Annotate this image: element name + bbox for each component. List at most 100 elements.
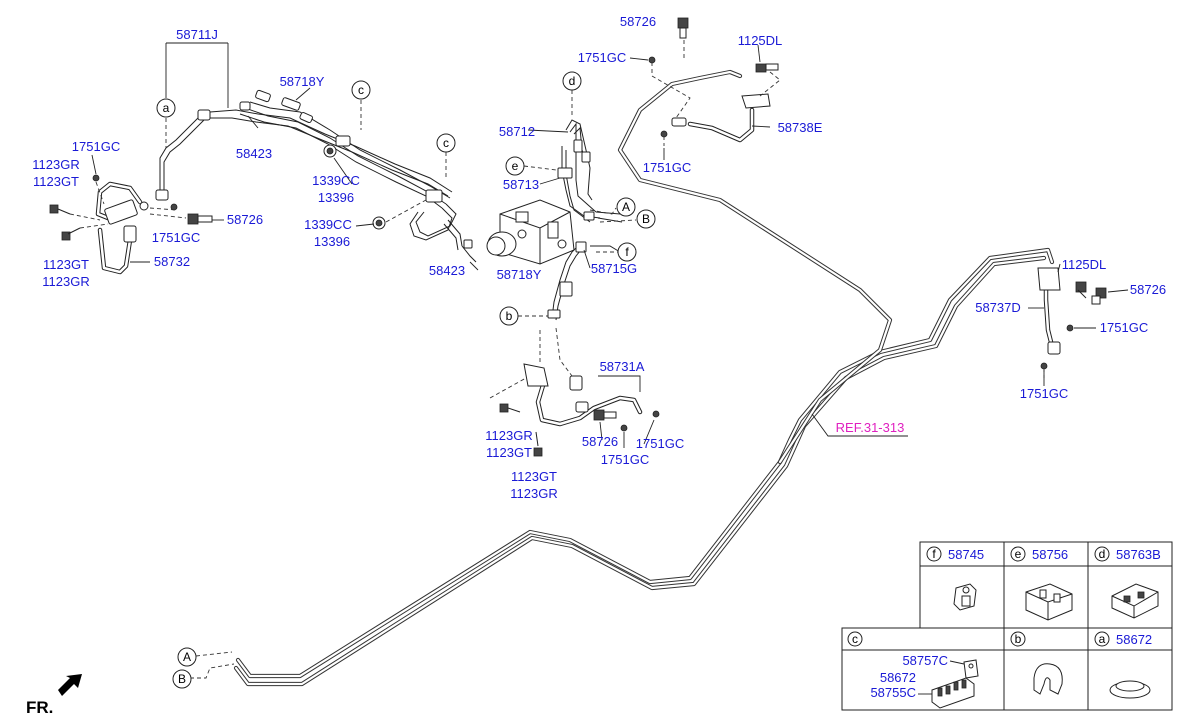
svg-text:B: B — [642, 212, 650, 226]
bolt-58726-mid — [593, 409, 617, 421]
label-1125DL-right: 1125DL — [1062, 257, 1107, 272]
callout-A-top: A — [616, 197, 636, 217]
label-13396-1: 13396 — [318, 190, 354, 205]
rear-left-hose-58731A — [489, 327, 660, 457]
label-58732: 58732 — [154, 254, 190, 269]
front-arrow-icon — [58, 674, 82, 696]
svg-text:58672: 58672 — [880, 670, 916, 685]
label-1125DL-top: 1125DL — [738, 33, 783, 48]
label-58731A: 58731A — [600, 359, 645, 374]
label-1123GR-left-bot: 1123GR — [42, 274, 89, 289]
front-left-hose — [49, 174, 213, 275]
label-58737D: 58737D — [975, 300, 1021, 315]
label-58423-bot: 58423 — [429, 263, 465, 278]
label-1123GR-left-top: 1123GR — [32, 157, 79, 172]
clip-58756-icon — [1025, 583, 1073, 621]
label-58711J: 58711J — [176, 27, 218, 42]
label-58712: 58712 — [499, 124, 535, 139]
callout-e: e — [505, 156, 525, 176]
bolt-1123GR-mid — [499, 403, 521, 413]
bolt-58726-top — [677, 17, 689, 39]
clip-58763B-icon — [1111, 583, 1159, 619]
svg-text:b: b — [506, 309, 513, 323]
label-1123GT-left-top: 1123GT — [33, 174, 79, 189]
label-1751GC-right: 1751GC — [1100, 320, 1148, 335]
svg-text:a: a — [163, 101, 170, 115]
front-direction-indicator: FR. — [26, 674, 82, 717]
legend-cell-b: b — [1010, 631, 1063, 695]
svg-text:c: c — [443, 136, 449, 150]
clip-58745-icon — [953, 583, 977, 611]
svg-text:58756: 58756 — [1032, 547, 1068, 562]
legend-cell-a: a 58672 — [1094, 631, 1152, 699]
label-1751GC-mid2: 1751GC — [636, 436, 684, 451]
label-1751GC-mid: 1751GC — [643, 160, 691, 175]
svg-text:58672: 58672 — [1116, 632, 1152, 647]
svg-text:A: A — [622, 200, 630, 214]
label-1123GR-mid: 1123GR — [485, 428, 532, 443]
part-labels: 58711J 58718Y 58423 1751GC 1123GR 1123GT… — [32, 14, 1166, 501]
svg-text:c: c — [358, 83, 364, 97]
legend-table: f 58745 e 58756 d 58763B — [841, 541, 1173, 711]
svg-text:58757C: 58757C — [902, 653, 948, 668]
legend-cell-c: c 58757C 58672 58755C — [847, 631, 979, 709]
label-58726-left: 58726 — [227, 212, 263, 227]
label-1123GT-left-bot: 1123GT — [43, 257, 89, 272]
legend-cell-e: e 58756 — [1010, 546, 1073, 621]
plug-58672-icon — [1109, 680, 1151, 699]
label-1339CC-1: 1339CC — [312, 173, 360, 188]
callout-B-top: B — [636, 209, 656, 229]
bolt-1125DL-top — [755, 63, 779, 73]
callout-f: f — [617, 242, 637, 262]
bolt-1125DL-right — [1075, 281, 1087, 299]
callout-connectors — [165, 90, 637, 679]
legend-cell-f: f 58745 — [926, 546, 984, 611]
bolt-58726-right — [1091, 287, 1107, 305]
label-58726-mid: 58726 — [582, 434, 618, 449]
label-1123GR-mid2: 1123GR — [510, 486, 557, 501]
callout-c-2: c — [436, 133, 456, 153]
bolt-1123GR-left-top — [49, 204, 71, 215]
label-58726-right: 58726 — [1130, 282, 1166, 297]
bolt-1123GT-left-bot — [61, 227, 81, 241]
nut-1339CC-2 — [372, 216, 386, 230]
label-1123GT-mid2: 1123GT — [511, 469, 557, 484]
callout-a-top: a — [156, 98, 176, 118]
svg-text:f: f — [625, 245, 629, 259]
callout-c-1: c — [351, 80, 371, 100]
label-1123GT-mid: 1123GT — [486, 445, 532, 460]
svg-text:f: f — [932, 547, 936, 561]
label-1751GC-mid3: 1751GC — [601, 452, 649, 467]
grommet-b-icon — [1033, 663, 1063, 695]
svg-text:A: A — [183, 650, 191, 664]
svg-text:c: c — [852, 632, 858, 646]
svg-text:e: e — [1015, 547, 1022, 561]
label-58718Y-top: 58718Y — [280, 74, 325, 89]
svg-text:d: d — [1099, 547, 1106, 561]
leader-lines — [91, 42, 1129, 448]
callout-B-bottom: B — [172, 669, 192, 689]
label-58718Y-bot: 58718Y — [497, 267, 542, 282]
front-pipe-bundle — [155, 89, 463, 251]
svg-text:e: e — [512, 159, 519, 173]
label-58726-top: 58726 — [620, 14, 656, 29]
label-1339CC-2: 1339CC — [304, 217, 352, 232]
callout-d: d — [562, 71, 582, 91]
label-13396-2: 13396 — [314, 234, 350, 249]
label-ref: REF.31-313 — [836, 420, 905, 435]
label-58423-top: 58423 — [236, 146, 272, 161]
svg-text:FR.: FR. — [26, 698, 53, 717]
clip-1751GC-left — [92, 174, 100, 182]
rear-right-hose-58738E — [648, 17, 781, 146]
label-58738E: 58738E — [778, 120, 823, 135]
svg-text:58763B: 58763B — [1116, 547, 1161, 562]
label-1751GC-left: 1751GC — [72, 139, 120, 154]
bolt-58726-left — [187, 213, 213, 225]
label-1751GC-left2: 1751GC — [152, 230, 200, 245]
svg-text:b: b — [1015, 632, 1022, 646]
rear-right-hose-58737D — [1037, 267, 1107, 378]
nut-1339CC-1 — [323, 144, 337, 158]
callout-A-bottom: A — [177, 647, 197, 667]
